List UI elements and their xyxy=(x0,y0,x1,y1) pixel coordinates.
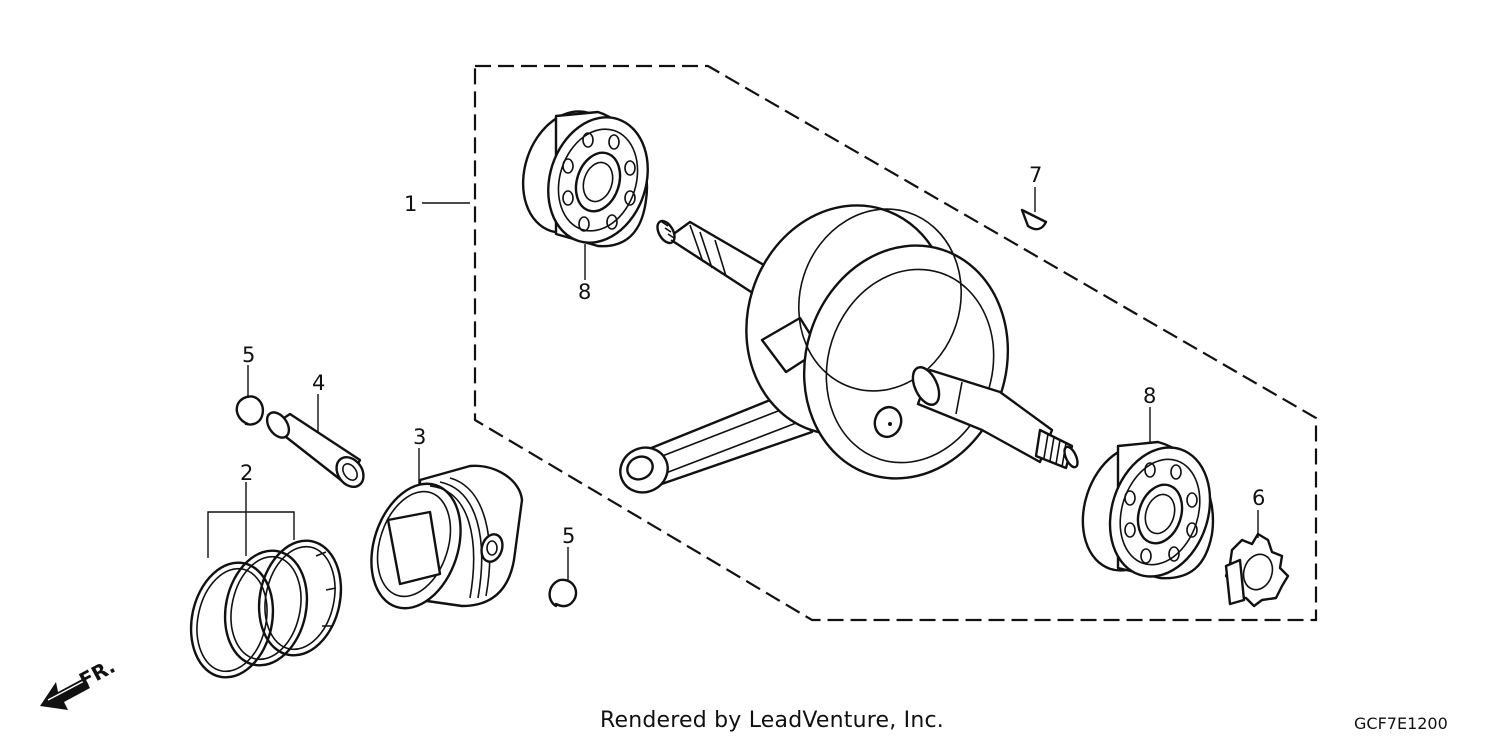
piston[interactable] xyxy=(356,464,524,620)
piston-pin[interactable] xyxy=(263,408,369,492)
front-direction-arrow-icon xyxy=(40,678,90,710)
callout-5-right: 5 xyxy=(562,524,575,548)
leader-lines xyxy=(245,187,1259,580)
callout-8-lower: 8 xyxy=(1143,384,1156,408)
callout-2: 2 xyxy=(240,461,253,485)
callout-4: 4 xyxy=(312,371,325,395)
woodruff-key[interactable] xyxy=(1020,208,1048,231)
ball-bearing-upper[interactable] xyxy=(508,99,663,256)
piston-ring-set[interactable] xyxy=(181,511,351,685)
piston-pin-clip-left[interactable] xyxy=(235,395,265,426)
crankshaft-part[interactable] xyxy=(613,179,1080,505)
callout-3: 3 xyxy=(413,425,426,449)
callout-7: 7 xyxy=(1029,163,1042,187)
assembly-boundary xyxy=(473,64,1318,622)
callout-1: 1 xyxy=(404,192,417,216)
callout-8-upper: 8 xyxy=(578,280,591,304)
ball-bearing-lower[interactable] xyxy=(1067,433,1226,589)
callout-6: 6 xyxy=(1252,486,1265,510)
piston-pin-clip-right[interactable] xyxy=(548,578,578,608)
diagram-code: GCF7E1200 xyxy=(1354,714,1448,733)
timing-sprocket[interactable] xyxy=(1224,532,1290,608)
callout-5-left: 5 xyxy=(242,343,255,367)
footer-credit: Rendered by LeadVenture, Inc. xyxy=(600,708,944,733)
